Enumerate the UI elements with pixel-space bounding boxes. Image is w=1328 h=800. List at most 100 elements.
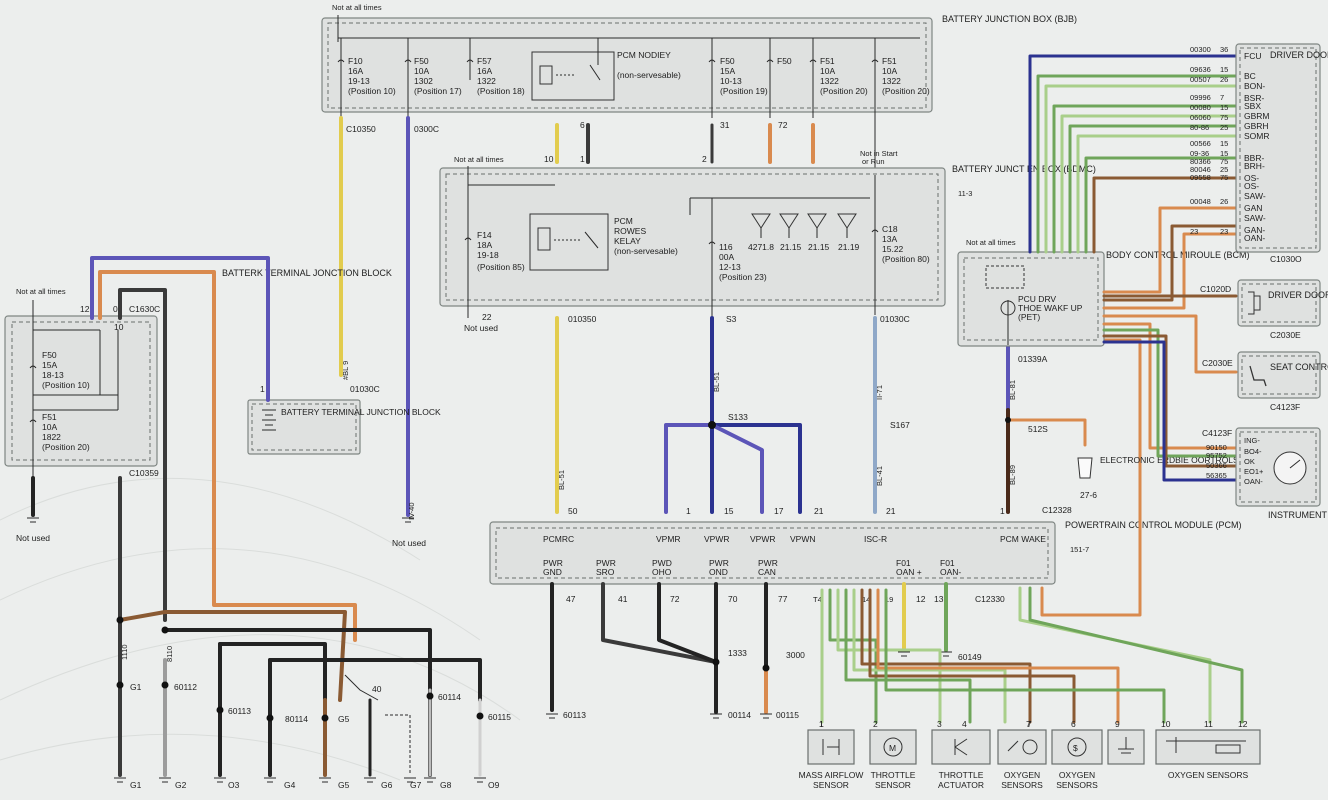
svg-text:(Position 18): (Position 18) [477,86,525,96]
battery-icon [262,409,276,431]
ddm-pin-number: 75 [1220,157,1228,166]
svg-text:ISC-R: ISC-R [864,534,887,544]
left-wires [90,256,482,777]
ddm-pin-label: OAN- [1244,233,1265,243]
sensor-pin: 7 [1027,719,1032,729]
sensor-array-icon [1166,737,1246,754]
svg-text:SRO: SRO [596,567,615,577]
svg-text:60113: 60113 [563,710,586,720]
svg-text:12: 12 [1238,719,1248,729]
svg-text:CAN: CAN [758,567,776,577]
svg-text:72: 72 [670,594,680,604]
sensor-wires: T4 14 19 [813,338,1244,724]
left-not-used: Not used [16,533,50,543]
svg-text:OHO: OHO [652,567,672,577]
svg-text:C2030E: C2030E [1270,330,1301,340]
svg-text:PCM WAKE: PCM WAKE [1000,534,1046,544]
gauge-icon [1273,451,1307,485]
ddm-code: 00507 [1190,75,1211,84]
ddm-pin-number: 15 [1220,65,1228,74]
ground-icon [27,517,39,523]
ddm-pin-number: 15 [1220,149,1228,158]
ddm-code: 09-36 [1190,149,1209,158]
sensor-pin: 9 [1115,719,1120,729]
svg-text:M: M [889,743,896,753]
ddm-pin-label: SAW- [1244,213,1266,223]
ic-code: 56365 [1206,471,1227,480]
svg-text:1333: 1333 [728,648,747,658]
svg-text:60112: 60112 [174,682,197,692]
ddm-code: 00300 [1190,45,1211,54]
svg-text:13: 13 [934,594,944,604]
svg-text:G1: G1 [130,682,142,692]
svg-text:VPWN: VPWN [790,534,816,544]
bdmc-note: Not at all times [454,155,504,164]
driver-door-module-2: C1020D DRIVER DOOR MODULE C2030E [1200,279,1328,340]
ground-icon [760,713,772,719]
bdmc-relay: PCM ROWES KELAY (non-servesable) [529,213,678,271]
left-junction: Not at all times F50 15A 18-13 (Position… [4,287,160,543]
bjb-fuse-3: F57 16A 1322 (Position 18) [466,38,525,96]
svg-text:INSTRUMENT CLUSTER: INSTRUMENT CLUSTER [1268,510,1328,520]
ddm-pin-label: BON- [1244,81,1265,91]
ic-code: 95752 [1206,451,1227,460]
sensor-pin: 3 [937,719,942,729]
svg-text:O3: O3 [228,780,240,790]
svg-text:4: 4 [962,719,967,729]
svg-text:PWR: PWR [596,558,616,568]
svg-text:G4: G4 [284,780,296,790]
svg-text:15A: 15A [42,360,57,370]
svg-text:$: $ [1073,743,1078,753]
ground-icon [214,777,226,783]
sensor-box [1051,729,1103,765]
bjb-fuse-6: F51 10A 1322 (Position 20) [809,38,868,118]
svg-text:13A: 13A [882,234,897,244]
ddm-code: 09558 [1190,173,1211,182]
svg-text:2: 2 [702,154,707,164]
svg-text:31: 31 [720,120,730,130]
ddm-code: 09996 [1190,93,1211,102]
ddm-pin-number: 15 [1220,139,1228,148]
svg-text:VPMR: VPMR [656,534,681,544]
ddm-pin-number: 25 [1220,165,1228,174]
svg-text:PCM: PCM [614,216,633,226]
svg-text:OAN-: OAN- [940,567,961,577]
wire-codes: #BL 9 BL-51 IV-40 II-71 BL-51 BL-41 BL-8… [120,361,1017,662]
sensor-pin: 1 [819,719,824,729]
svg-text:G5: G5 [338,780,350,790]
svg-text:50: 50 [568,506,578,516]
bdmc-note-run: or Run [862,157,885,166]
not-used-0300c: Not used [392,538,426,548]
sensor-box [931,729,991,765]
svg-text:BL-51: BL-51 [712,372,721,392]
svg-text:1: 1 [686,506,691,516]
pcm-sub: 151-7 [1070,545,1089,554]
svg-text:G5: G5 [338,714,350,724]
bdmc-output-wires: 010350 S3 01030C S133 S167 [555,314,910,514]
sensor-pin: 2 [873,719,878,729]
svg-text:10: 10 [114,322,124,332]
splice-s133 [708,421,716,429]
sensor-pin: 10 [1161,719,1171,729]
svg-text:C4123F: C4123F [1270,402,1300,412]
pcm-top-pins: 50 PCMRC 1 VPMR 15 VPWR 17 VPWR 21 VPWN … [543,506,1046,544]
svg-text:(PET): (PET) [1018,312,1040,322]
ground-icon [364,777,376,783]
left-ground-labels: G1 60112 60113 80114 G5 60114 60115 40 [116,616,511,724]
battery-junction-box: Not at all times BATTERY JUNCTION BOX (B… [321,3,1077,113]
battery-junction-box-lower: Not at all times Not in Start or Run BAT… [439,149,1096,307]
maf-icon [822,739,840,755]
svg-text:(Position 17): (Position 17) [414,86,462,96]
ground-icon [940,651,952,657]
ddm-code: 80366 [1190,157,1211,166]
ddm-pin-label: SAW- [1244,191,1266,201]
svg-text:G2: G2 [175,780,187,790]
ground-icon [710,713,722,719]
ddm-code: 06060 [1190,113,1211,122]
conn-c1630c: C1630C [129,304,160,314]
conn-01339a: 01339A [1018,354,1048,364]
svg-text:21.19: 21.19 [838,242,860,252]
